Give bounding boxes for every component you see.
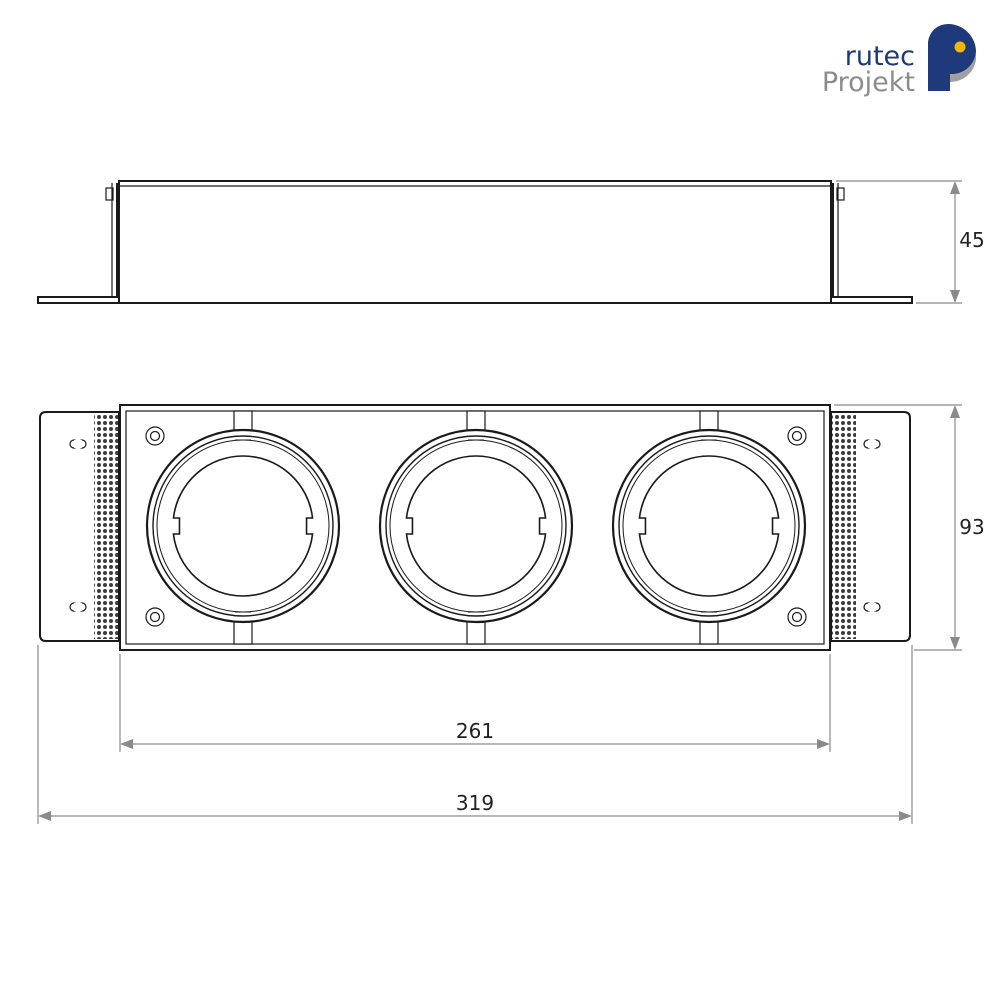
logo-mark-icon <box>928 23 976 92</box>
side-view <box>37 180 913 304</box>
corner-screw-top-right <box>787 426 807 446</box>
dimension-outer-width: 319 <box>37 645 913 824</box>
logo-text-projekt: Projekt <box>822 67 915 98</box>
top-view-body <box>119 404 831 651</box>
top-view-left-perforated-flange <box>39 411 120 642</box>
lamp-openings <box>145 410 807 645</box>
side-view-left-clip <box>105 187 114 201</box>
brand-logo: rutec Projekt <box>822 23 976 98</box>
dimension-label-93: 93 <box>959 515 984 539</box>
dimension-inner-width: 261 <box>119 654 831 752</box>
left-flange-slot-upper <box>69 439 87 449</box>
top-view <box>39 404 911 651</box>
lamp-opening-1 <box>145 410 341 645</box>
dimension-label-319: 319 <box>456 791 494 815</box>
dimension-label-45: 45 <box>959 228 984 252</box>
corner-screw-bottom-right <box>787 607 807 627</box>
side-view-right-flange <box>831 183 913 304</box>
logo-text-rutec: rutec <box>845 41 915 72</box>
dimension-height-side: 45 <box>836 180 985 304</box>
side-view-right-clip <box>836 187 845 201</box>
corner-screw-bottom-left <box>145 607 165 627</box>
side-view-body <box>118 180 832 304</box>
left-flange-slot-lower <box>69 602 87 612</box>
lamp-opening-2 <box>378 410 574 645</box>
dimension-label-261: 261 <box>456 719 494 743</box>
dimension-height-top: 93 <box>834 404 985 651</box>
side-view-left-flange <box>37 183 119 304</box>
right-flange-slot-lower <box>863 602 881 612</box>
lamp-opening-3 <box>611 410 807 645</box>
right-flange-slot-upper <box>863 439 881 449</box>
corner-screw-top-left <box>145 426 165 446</box>
top-view-right-perforated-flange <box>830 411 911 642</box>
